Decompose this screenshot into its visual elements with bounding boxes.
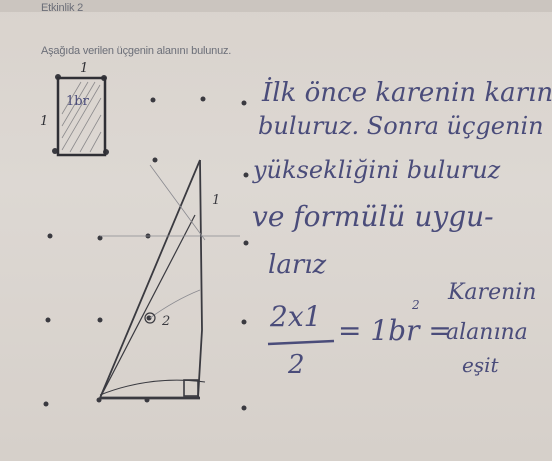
activity-title: Etkinlik 2: [41, 2, 84, 14]
grid-dot: [200, 96, 206, 102]
triangle-side-label: 1: [212, 193, 220, 208]
grid-dot: [97, 317, 103, 323]
grid-dot: [241, 100, 247, 106]
triangle-inner-label: 2: [161, 314, 170, 329]
dot-grid: [43, 74, 249, 411]
grid-dot: [97, 235, 103, 241]
grid-dot: [52, 148, 58, 154]
answer-line-4: ve formülü uygu-: [252, 200, 494, 233]
square-left-side-label: 1: [40, 114, 48, 129]
square-top-side-label: 1: [80, 61, 88, 76]
note-line-3: eşit: [462, 353, 499, 377]
fraction-bar: [267, 339, 335, 346]
grid-dot: [43, 401, 49, 407]
grid-dot: [243, 172, 249, 178]
triangle-figure: [99, 159, 240, 400]
grid-dot: [243, 240, 249, 246]
note-line-1: Karenin: [448, 280, 537, 305]
grid-dot: [45, 317, 51, 323]
grid-dot: [146, 315, 152, 321]
grid-dot: [241, 405, 247, 411]
unit-square: 1 1: [40, 61, 107, 157]
answer-line-5: larız: [268, 250, 327, 280]
instruction-text: Aşağıda verilen üçgenin alanını bulunuz.: [41, 45, 232, 57]
paper-top-edge: [0, 0, 552, 12]
fraction-result: = 1br =: [338, 314, 452, 347]
answer-line-2: buluruz. Sonra üçgenin: [258, 112, 544, 140]
fraction-denominator: 2: [288, 350, 305, 380]
note-line-2: alanına: [446, 320, 528, 345]
grid-dot: [152, 157, 158, 163]
answer-line-1: İlk önce karenin karını: [262, 78, 552, 108]
grid-dot: [241, 319, 247, 325]
unit-square-label: 1br: [66, 94, 89, 109]
fraction-numerator: 2x1: [270, 300, 322, 333]
grid-dot: [150, 97, 156, 103]
unit-superscript: 2: [412, 298, 420, 312]
grid-dot: [47, 233, 53, 239]
answer-line-3: yüksekliğini buluruz: [253, 156, 501, 184]
